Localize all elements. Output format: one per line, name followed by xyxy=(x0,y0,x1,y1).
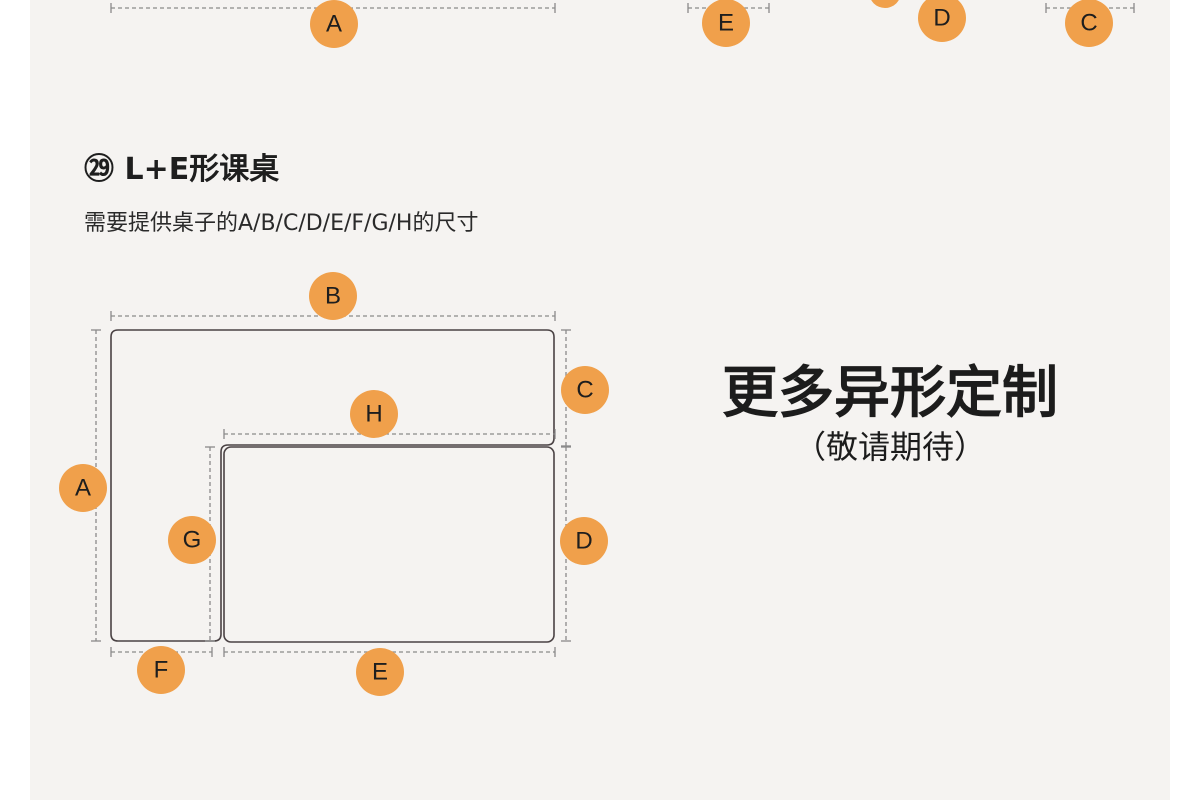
desk-outline-e-piece xyxy=(223,446,555,643)
badge-h: H xyxy=(350,390,398,438)
badge-g-label: G xyxy=(183,527,202,554)
top-badge-a-label: A xyxy=(326,11,342,38)
badge-e-label: E xyxy=(372,659,388,686)
badge-c: C xyxy=(561,366,609,414)
promo-subtitle: （敬请期待） xyxy=(793,428,986,466)
diagram-title: ㉙ L+E形课桌 xyxy=(84,144,279,188)
cropped-badge-dot xyxy=(871,0,899,8)
badge-a: A xyxy=(59,464,107,512)
top-badge-c-label: C xyxy=(1080,10,1097,37)
badge-d-label: D xyxy=(575,528,592,555)
top-badge-e-label: E xyxy=(718,10,734,37)
diagram-title-text: L+E形课桌 xyxy=(124,152,280,187)
badge-g: G xyxy=(168,516,216,564)
top-badge-d: D xyxy=(918,0,966,42)
badge-b-label: B xyxy=(325,283,341,310)
badge-d: D xyxy=(560,517,608,565)
badge-b: B xyxy=(309,272,357,320)
desk-outline-l-piece xyxy=(110,329,555,642)
diagram-subtitle: 需要提供桌子的A/B/C/D/E/F/G/H的尺寸 xyxy=(84,211,479,236)
previous-diagram-fragment xyxy=(110,3,1135,13)
badge-h-label: H xyxy=(365,401,382,428)
badge-a-label: A xyxy=(75,475,91,502)
promo-title: 更多异形定制 xyxy=(722,361,1058,426)
top-badge-c: C xyxy=(1065,0,1113,47)
top-badge-e: E xyxy=(702,0,750,47)
diagram-number: ㉙ xyxy=(84,152,114,187)
badge-f-label: F xyxy=(154,657,169,684)
badge-e: E xyxy=(356,648,404,696)
badge-f: F xyxy=(137,646,185,694)
top-badge-a: A xyxy=(310,0,358,48)
badge-c-label: C xyxy=(576,377,593,404)
top-badge-d-label: D xyxy=(933,5,950,32)
